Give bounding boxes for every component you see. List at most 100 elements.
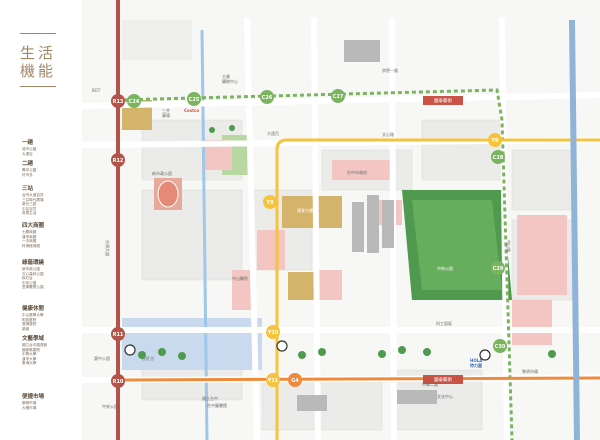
station-label: C27 (333, 94, 344, 100)
category-5: 綠蔭環繞 新市政公園 文心森林公園 秋紅谷 中央公園 豐樂雕塑公園 (22, 260, 80, 290)
label-west-park: 惠中公園 (94, 355, 110, 361)
station-label: C30 (495, 344, 506, 350)
category-heading: 便捷市場 (22, 394, 45, 400)
category-body: 黎明市場 大業市場 (22, 401, 37, 410)
category-heading: 三站 (22, 186, 34, 192)
station-label: Y10 (267, 330, 279, 336)
category-heading: 健康休閒 (22, 306, 45, 312)
label-bldg1: 國泰大樓 (297, 207, 313, 213)
station-c28[interactable]: C28 (491, 150, 505, 164)
title-rule-bottom (20, 86, 56, 87)
station-label: R10 (113, 379, 124, 385)
category-body: 台灣大道百貨 三井時代廣場 新光三越 中友百貨 秀泰生活 (22, 193, 44, 216)
label-road-east: 中山路 (506, 240, 512, 252)
station-label: R12 (113, 158, 124, 164)
label-costco: Costco (184, 108, 199, 113)
category-2: 二趟 萬坪公園 好市多 (22, 161, 80, 177)
station-c27[interactable]: C27 (331, 89, 345, 103)
station-r13[interactable]: R13 (111, 94, 125, 108)
category-heading: 二趟 (22, 161, 34, 167)
label-road-north: 崇德一路 (382, 67, 398, 73)
label-library: 台中圖書館 (207, 402, 227, 408)
station-label: C26 (262, 95, 273, 101)
category-body: 中山醫學大學 附設醫院 澄清醫院 榮總 (22, 313, 44, 331)
mrt-green-line (117, 88, 514, 440)
label-road-south: 中華二路 (422, 381, 438, 387)
tree-dots (138, 125, 556, 360)
label-school1: 國立台中 (202, 395, 218, 401)
label-daye: 大業購物中心 (222, 73, 238, 84)
mrt-yellow-line (275, 138, 600, 440)
category-body: 萬坪公園 好市多 (22, 168, 37, 177)
label-mall1: 大遠百 (267, 130, 279, 136)
sidebar-title-line2: 機能 (19, 62, 56, 80)
station-label: R11 (113, 332, 124, 338)
station-c25[interactable]: C25 (187, 92, 201, 106)
station-label: Y11 (267, 378, 279, 384)
label-hospital: 中山醫院 (232, 275, 248, 281)
station-label: Y8 (490, 138, 499, 144)
label-park1: 中央公園 (437, 265, 453, 271)
rail-east (569, 19, 580, 440)
sidebar-title-line1: 生活 (19, 44, 56, 62)
station-label: C29 (493, 266, 504, 272)
category-4: 四大商圈 七期商圈 逢甲商圈 一中商圈 科博館商圈 (22, 223, 80, 248)
category-heading: 綠蔭環繞 (22, 260, 45, 266)
label-market: 黎明市場 (522, 368, 538, 374)
station-c29[interactable]: C29 (491, 261, 505, 275)
label-park-west: 新市政公園 (152, 170, 172, 176)
station-r10[interactable]: R10 (111, 374, 125, 388)
label-park-mid: 秋紅谷 (142, 355, 154, 361)
station-y8[interactable]: Y8 (488, 133, 502, 147)
label-park2: 科工園區 (436, 320, 452, 326)
category-body: 七期商圈 逢甲商圈 一中商圈 科博館商圈 (22, 230, 40, 248)
station-c26[interactable]: C26 (260, 90, 274, 104)
svg-text:國泰藝術: 國泰藝術 (434, 97, 452, 104)
station-y10[interactable]: Y10 (266, 325, 280, 339)
station-label: C28 (493, 155, 504, 161)
category-heading: 一趟 (22, 140, 34, 146)
category-6: 健康休閒 中山醫學大學 附設醫院 澄清醫院 榮總 (22, 306, 80, 331)
area-map[interactable]: R13 C24 C25 C26 C27 Y8 C28 R12 (82, 0, 600, 440)
sidebar-title: 生活 機能 (18, 44, 58, 80)
label-road-mid: 文心路 (382, 131, 394, 137)
station-r12[interactable]: R12 (111, 153, 125, 167)
block-north (122, 20, 192, 60)
transfer-stations (124, 340, 491, 361)
station-label: C25 (189, 97, 200, 103)
station-c30[interactable]: C30 (493, 339, 507, 353)
category-heading: 文藝學域 (22, 336, 45, 342)
category-8: 便捷市場 黎明市場 大業市場 (22, 394, 80, 410)
category-1: 一趟 城市公園 大遠百 (22, 140, 80, 156)
label-north-bot: BOT (92, 88, 101, 93)
category-3: 三站 台灣大道百貨 三井時代廣場 新光三越 中友百貨 秀泰生活 (22, 186, 80, 216)
station-r11[interactable]: R11 (111, 327, 125, 341)
label-sanjing: 三井廣場 (162, 107, 170, 118)
station-label: R13 (113, 99, 124, 105)
category-body: 城市公園 大遠百 (22, 147, 37, 156)
buildings (297, 40, 437, 411)
station-y11[interactable]: Y11 (266, 373, 280, 387)
label-bldg2: 台中市政府 (347, 169, 367, 175)
label-road-west: 台灣大道 (105, 240, 111, 256)
mrt-orange-line (117, 376, 600, 382)
station-g4[interactable]: G4 (288, 373, 302, 387)
category-heading: 四大商圈 (22, 223, 45, 229)
station-label: C24 (129, 99, 140, 105)
tag-north: 國泰藝術 (423, 96, 463, 105)
station-label: Y9 (265, 200, 274, 206)
station-y9[interactable]: Y9 (263, 195, 277, 209)
tag-south: 國泰藝術 (423, 375, 463, 384)
title-rule-top (20, 33, 56, 34)
station-markers[interactable]: R13 C24 C25 C26 C27 Y8 C28 R12 (111, 89, 507, 388)
category-7: 文藝學域 國立台中圖書館 國家歌劇院 中興大學 逢甲大學 東海大學 (22, 336, 80, 366)
category-body: 國立台中圖書館 國家歌劇院 中興大學 逢甲大學 東海大學 (22, 343, 48, 366)
category-body: 新市政公園 文心森林公園 秋紅谷 中央公園 豐樂雕塑公園 (22, 267, 44, 290)
station-label: G4 (291, 378, 299, 384)
legend-sidebar: 生活 機能 一趟 城市公園 大遠百 二趟 萬坪公園 好市多 三站 台灣大道百貨 … (0, 0, 82, 440)
label-south-park: 中央公園 (102, 403, 118, 409)
station-c24[interactable]: C24 (127, 94, 141, 108)
label-culture: 文化中心 (437, 393, 453, 399)
